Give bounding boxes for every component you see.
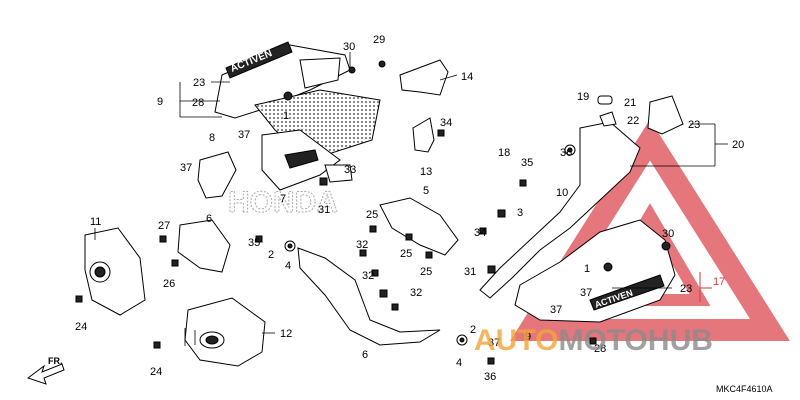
label-part-30-right: 30 xyxy=(662,228,674,240)
diagram-code: MKC4F4610A xyxy=(716,384,773,394)
part-19-shape xyxy=(597,95,613,105)
label-part-23-right: 23 xyxy=(680,283,692,295)
part-21-shape xyxy=(647,95,684,135)
label-part-2-b: 2 xyxy=(470,324,476,336)
label-part-10: 10 xyxy=(556,187,568,199)
label-part-25-b: 25 xyxy=(400,248,412,260)
label-part-35-a: 35 xyxy=(248,237,260,249)
label-part-35-b: 36 xyxy=(484,371,496,383)
label-part-1-right: 1 xyxy=(584,263,590,275)
label-part-4-a: 4 xyxy=(285,260,291,272)
part-6-shape xyxy=(297,247,441,346)
label-part-14: 13 xyxy=(420,166,432,178)
label-part-37-bottom: 37 xyxy=(488,337,500,349)
label-part-3: 3 xyxy=(517,207,523,219)
label-part-19: 21 xyxy=(624,97,636,109)
front-arrow-icon xyxy=(26,363,65,385)
label-part-9-right: 9 xyxy=(525,331,531,343)
label-part-28-bottom: 28 xyxy=(594,343,606,355)
label-part-32-c: 32 xyxy=(410,287,422,299)
label-part-17: 19 xyxy=(577,91,589,103)
label-part-34-right: 35 xyxy=(521,157,533,169)
label-part-31-mid: 31 xyxy=(464,266,476,278)
brand-auto: AUTO xyxy=(474,324,558,357)
label-part-27: 27 xyxy=(158,220,170,232)
part-5-shape xyxy=(379,197,459,256)
label-part-21: 23 xyxy=(688,119,700,131)
label-part-13: 9 xyxy=(157,96,163,108)
label-part-7: 6 xyxy=(206,213,212,225)
label-part-33-top: 33 xyxy=(344,164,356,176)
part-14-shape xyxy=(412,117,435,153)
honda-watermark-text: HONDA xyxy=(228,186,338,219)
label-part-23-top: 23 xyxy=(193,77,205,89)
label-part-11: 11 xyxy=(90,216,101,228)
label-part-6: 6 xyxy=(362,349,368,361)
part-labels: 23 9 28 1 30 29 14 8 37 37 7 31 33 34 13… xyxy=(75,34,744,383)
label-part-32-b: 32 xyxy=(362,270,374,282)
label-part-30-top: 30 xyxy=(343,41,355,53)
label-part-34-top: 34 xyxy=(440,117,452,129)
label-part-2-a: 2 xyxy=(268,249,274,261)
part-9-left-shape xyxy=(197,151,237,199)
fasteners xyxy=(75,60,671,365)
label-part-37-a: 37 xyxy=(238,129,250,141)
label-part-25-c: 25 xyxy=(420,266,432,278)
part-7-shape xyxy=(177,219,231,273)
brand-hub: HUB xyxy=(648,324,713,357)
label-part-15: 17 xyxy=(713,276,725,288)
label-part-26: 26 xyxy=(163,278,175,290)
part-11-shape xyxy=(84,227,146,316)
label-part-37-c: 37 xyxy=(550,304,562,316)
label-part-8: 7 xyxy=(280,193,286,205)
label-part-37-b: 37 xyxy=(180,162,192,174)
right-side-panel: ACTIVEN xyxy=(479,121,676,323)
label-part-16: 18 xyxy=(498,147,510,159)
label-part-36: 36 xyxy=(560,147,572,159)
label-part-29: 29 xyxy=(373,34,385,46)
part-22-shape xyxy=(599,111,617,127)
watermark-brand: AUTOMOTOHUB xyxy=(474,324,713,357)
leader-lines xyxy=(94,52,728,346)
label-part-9-left: 8 xyxy=(209,132,215,144)
label-part-32-a: 32 xyxy=(356,239,368,251)
label-part-4-b: 4 xyxy=(456,357,462,369)
label-part-28-top: 28 xyxy=(192,97,204,109)
part-12-shape xyxy=(184,297,266,367)
label-part-20: 20 xyxy=(732,139,744,151)
part-18-shape xyxy=(399,59,449,96)
front-direction-label: FR. xyxy=(48,356,63,366)
label-part-24-b: 24 xyxy=(150,366,162,378)
label-part-37-d: 37 xyxy=(580,287,592,299)
svg-text:AUTOMOTOHUB: AUTOMOTOHUB xyxy=(474,324,713,357)
label-part-24-a: 24 xyxy=(75,321,87,333)
label-part-22: 22 xyxy=(627,115,639,127)
label-part-18: 14 xyxy=(461,71,473,83)
label-part-25-a: 25 xyxy=(366,209,378,221)
top-cover-assembly: ACTIVEN xyxy=(214,41,381,191)
brand-moto: MOTO xyxy=(558,324,647,357)
label-part-31-top: 31 xyxy=(318,204,330,216)
label-part-12: 12 xyxy=(280,328,292,340)
label-part-5: 5 xyxy=(423,185,429,197)
label-part-33-mid: 34 xyxy=(474,227,486,239)
label-part-1-top: 1 xyxy=(283,110,289,122)
